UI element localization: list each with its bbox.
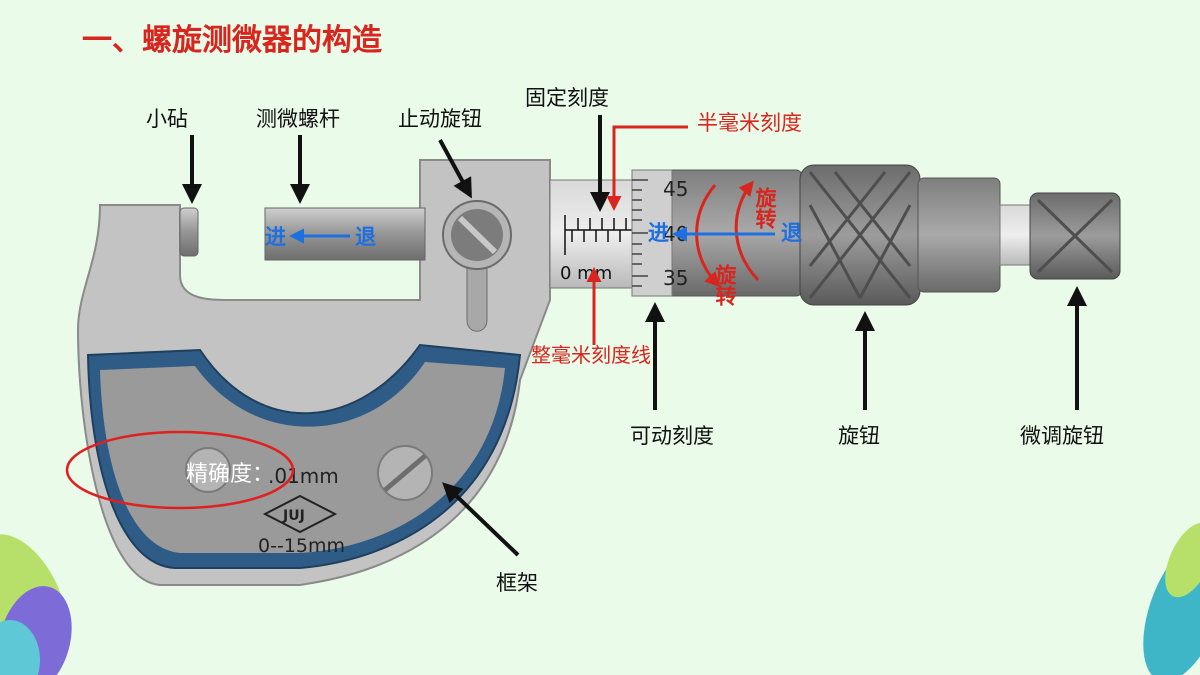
plate-screw-left bbox=[185, 447, 231, 493]
barrel bbox=[917, 177, 1001, 293]
frame-arrow bbox=[442, 482, 520, 557]
spindle bbox=[264, 207, 426, 261]
label-rotate-lower: 旋转 bbox=[713, 263, 738, 307]
fixed-scale-ticks bbox=[564, 215, 650, 255]
anvil bbox=[179, 207, 199, 257]
label-movable-scale: 可动刻度 bbox=[630, 424, 714, 448]
ratchet-neck bbox=[999, 204, 1031, 266]
ratchet-knob bbox=[1029, 192, 1121, 280]
blue-arrows bbox=[289, 226, 775, 244]
label-retreat-left: 退 bbox=[355, 225, 376, 249]
thimble-knob bbox=[799, 164, 921, 306]
thimble-number-45: 45 bbox=[663, 177, 688, 201]
frame-brand-logo: JUJ bbox=[262, 494, 338, 534]
lock-knob bbox=[442, 200, 512, 332]
label-fixed-scale: 固定刻度 bbox=[525, 86, 609, 110]
svg-text:JUJ: JUJ bbox=[282, 508, 305, 524]
half-mm-arrow bbox=[606, 125, 688, 211]
label-ratchet: 微调旋钮 bbox=[1020, 424, 1104, 448]
lock-arrow bbox=[438, 139, 472, 199]
svg-text:旋转: 旋转 bbox=[753, 186, 778, 230]
precision-highlight-ellipse bbox=[65, 430, 295, 510]
decorative-leaves-left bbox=[0, 534, 72, 675]
frame-range: 0--15mm bbox=[258, 535, 345, 557]
frame-plate-face bbox=[100, 362, 505, 553]
decorative-leaves-right bbox=[1143, 522, 1200, 675]
label-lock: 止动旋钮 bbox=[398, 107, 482, 131]
svg-text:旋转: 旋转 bbox=[713, 263, 738, 307]
label-knob: 旋钮 bbox=[838, 424, 880, 448]
scale-unit: 0 mm bbox=[560, 263, 612, 284]
thimble-number-35: 35 bbox=[663, 266, 688, 290]
label-half-mm: 半毫米刻度 bbox=[697, 111, 802, 135]
label-spindle: 测微螺杆 bbox=[256, 107, 340, 131]
label-whole-mm-line: 整毫米刻度线 bbox=[531, 343, 651, 367]
page-title: 一、螺旋测微器的构造 bbox=[82, 23, 382, 58]
label-rotate-upper: 旋转 bbox=[753, 186, 778, 230]
red-pointers bbox=[586, 125, 760, 345]
label-precision: 精确度： bbox=[186, 462, 274, 487]
rotate-arc-right bbox=[734, 180, 760, 282]
label-advance-left: 进 bbox=[265, 225, 286, 249]
frame-precision-value: .01mm bbox=[268, 464, 339, 488]
label-anvil: 小砧 bbox=[146, 107, 188, 131]
label-frame: 框架 bbox=[496, 571, 538, 595]
label-advance-right: 进 bbox=[648, 221, 669, 245]
thimble-scale-ticks bbox=[632, 179, 648, 287]
label-retreat-right: 退 bbox=[781, 221, 802, 245]
pointer-arrows bbox=[182, 115, 1087, 557]
